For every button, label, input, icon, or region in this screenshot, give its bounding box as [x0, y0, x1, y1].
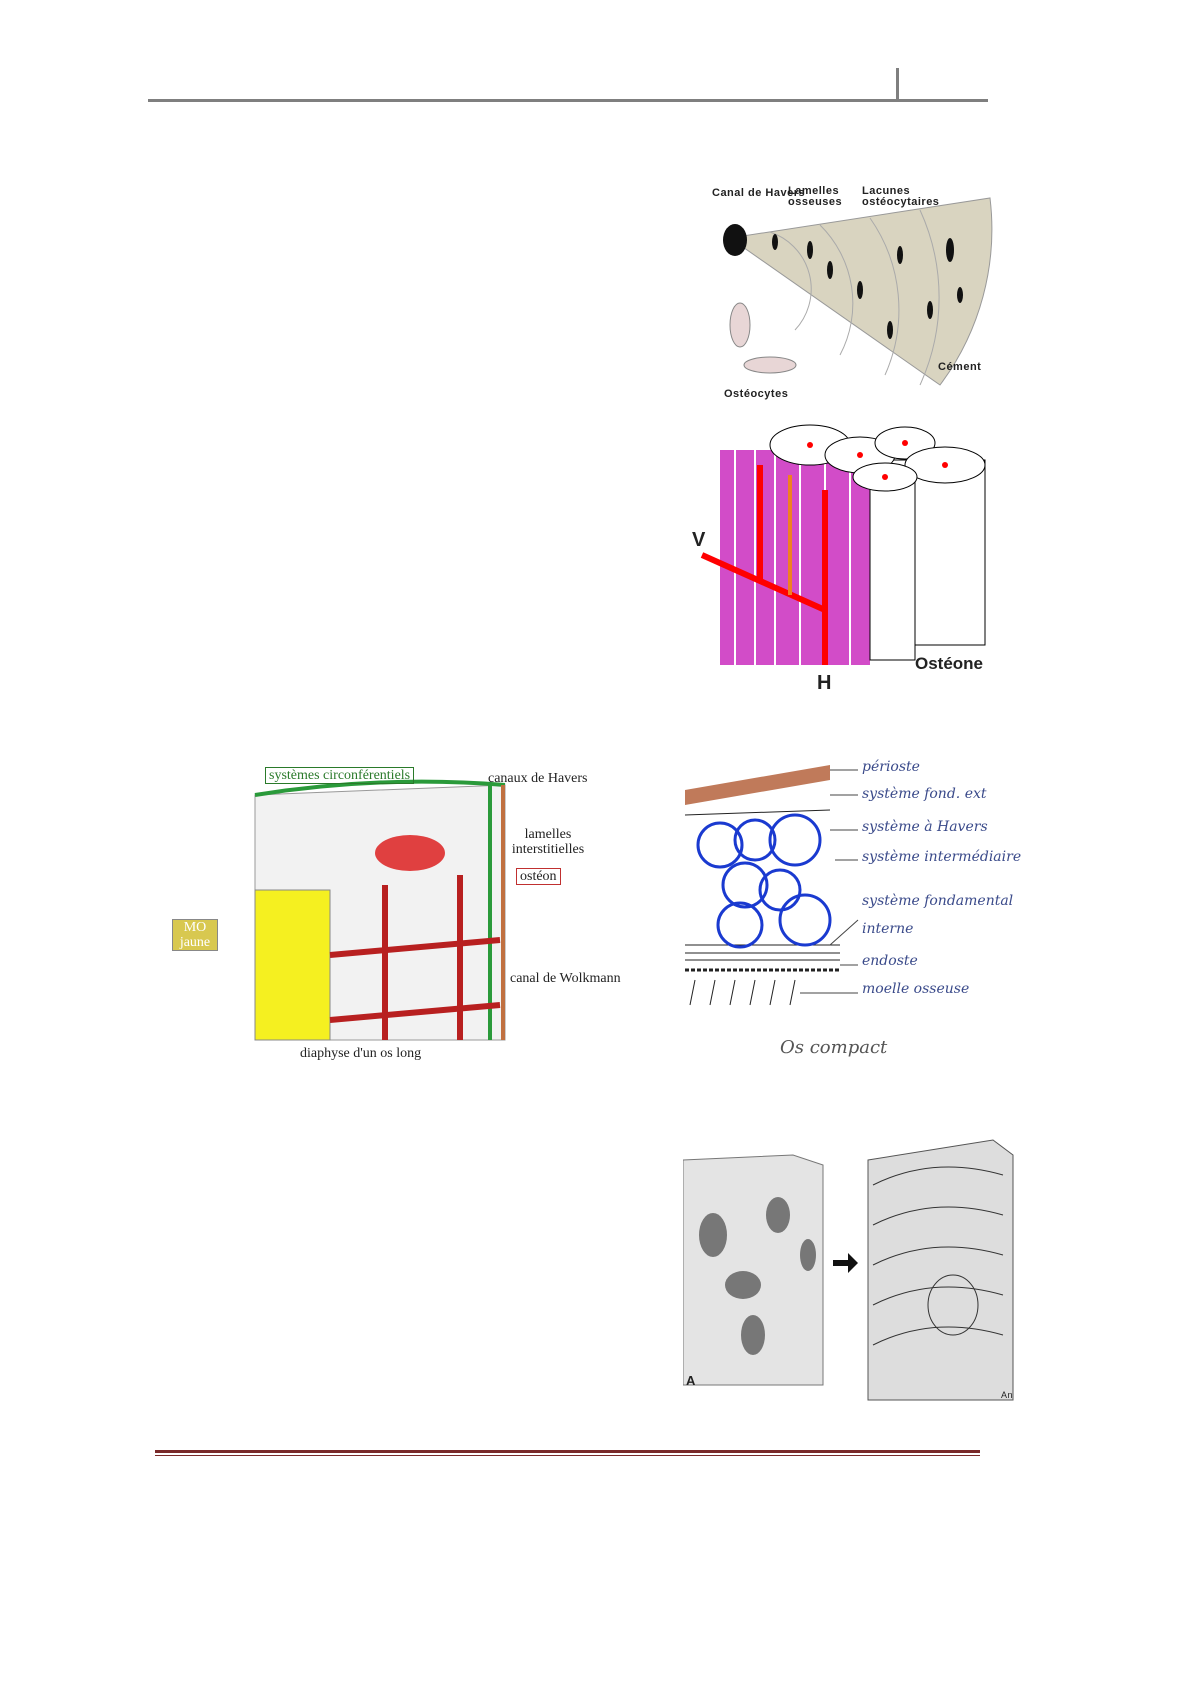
label-a: A: [686, 1373, 696, 1388]
label-canal-havers: Canal de Havers: [712, 187, 806, 199]
label-osteone: Ostéone: [915, 654, 984, 673]
label-h: H: [817, 672, 832, 694]
figure-os-compact: périoste système fond. ext système à Hav…: [680, 745, 1022, 1075]
diaphyse-illustration: [254, 779, 506, 1041]
label-perioste: périoste: [862, 759, 920, 775]
label-lamelles: Lamelles osseuses: [788, 185, 843, 208]
figure-osteon-sector: Canal de Havers Lamelles osseuses Lacune…: [700, 180, 1010, 405]
figure-diaphyse: systèmes circonférentiels canaux de Have…: [170, 755, 650, 1070]
caption-os-compact: Os compact: [780, 1037, 888, 1058]
osteone-3d-illustration: [700, 424, 986, 665]
label-systeme-fond-ext: système fond. ext: [862, 786, 987, 802]
label-osteocytes: Ostéocytes: [724, 388, 789, 400]
label-systemes: systèmes circonférentiels: [265, 767, 415, 784]
footer-rule: [155, 1450, 980, 1453]
label-systeme-intermediaire: système intermédiaire: [862, 849, 1022, 865]
label-an: An: [1001, 1390, 1014, 1400]
label-lacunes: Lacunes ostéocytaires: [862, 185, 940, 208]
label-wolkmann: canal de Wolkmann: [510, 971, 621, 986]
label-v: V: [692, 529, 706, 551]
label-cement: Cément: [938, 361, 982, 373]
label-systeme-havers: système à Havers: [862, 819, 988, 835]
osteon-sector-illustration: [723, 197, 993, 386]
label-moelle-osseuse: moelle osseuse: [862, 981, 970, 997]
os-spongieux-illustration: [682, 1139, 1014, 1401]
footer-rule-thin: [155, 1455, 980, 1456]
label-lamelles-interstitielles: lamelles interstitielles: [511, 827, 585, 857]
label-endoste: endoste: [862, 953, 918, 969]
figure-osteone-3d: V H Ostéone: [690, 415, 1010, 700]
label-mo-jaune: MO jaune: [172, 919, 218, 951]
os-compact-illustration: [684, 765, 859, 1006]
header-tick: [896, 68, 899, 100]
label-canaux: canaux de Havers: [488, 771, 588, 786]
label-osteon: ostéon: [516, 868, 561, 885]
arrow-icon: [833, 1253, 858, 1273]
label-systeme-fondamental: système fondamental: [862, 893, 1014, 909]
header-rule: [148, 99, 988, 102]
caption-diaphyse: diaphyse d'un os long: [300, 1046, 422, 1061]
figure-os-spongieux: A An: [682, 1135, 1018, 1410]
label-interne: interne: [862, 921, 914, 937]
